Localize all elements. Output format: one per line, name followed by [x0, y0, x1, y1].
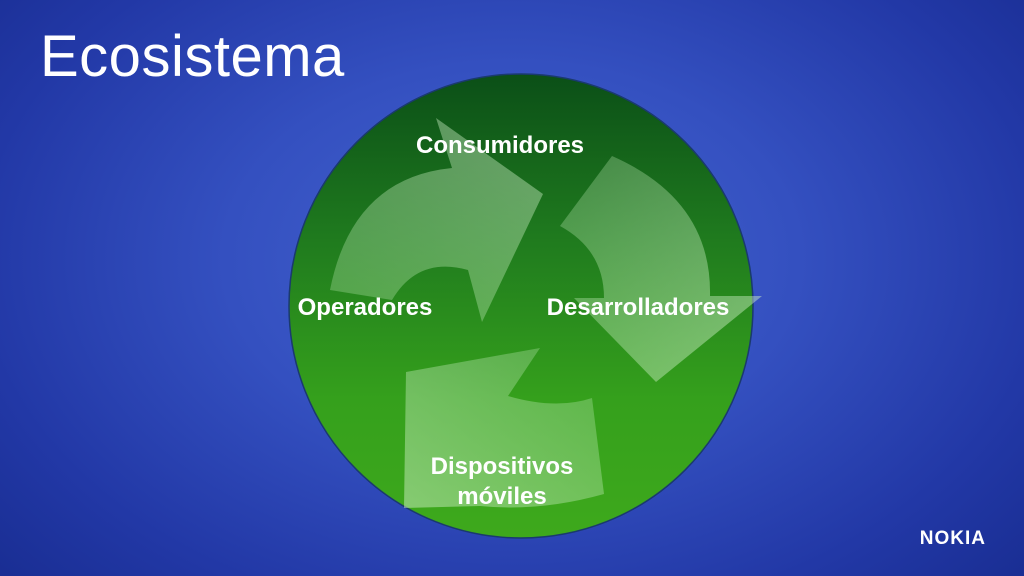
node-label-operadores: Operadores: [297, 294, 433, 321]
cycle-arrow-right: [560, 156, 762, 382]
node-label-desarrolladores: Desarrolladores: [546, 294, 730, 321]
node-label-dispositivos-moviles: Dispositivos móviles: [430, 453, 574, 510]
cycle-arrow-bottom: [404, 348, 604, 508]
nokia-logo: NOKIA: [919, 528, 986, 549]
cycle-arrow-upper-left: [330, 118, 543, 322]
node-label-consumidores: Consumidores: [415, 132, 585, 159]
slide-title: Ecosistema: [40, 24, 345, 89]
